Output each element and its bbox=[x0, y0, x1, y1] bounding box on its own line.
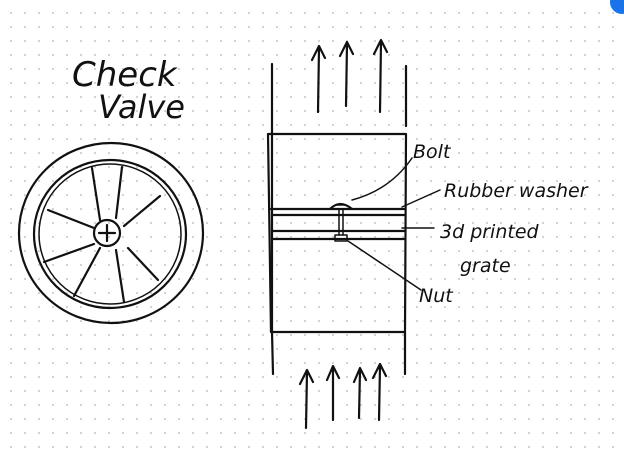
flow-arrows-in bbox=[298, 362, 388, 430]
label-rubber-washer: Rubber washer bbox=[444, 180, 589, 202]
up-arrow-icon bbox=[310, 44, 327, 114]
up-arrow-icon bbox=[371, 362, 388, 422]
label-printed-grate-line1: 3d printed bbox=[440, 221, 540, 243]
label-nut: Nut bbox=[419, 285, 454, 307]
outer-rim bbox=[17, 141, 205, 325]
spoke bbox=[126, 246, 160, 282]
leader-nut bbox=[347, 240, 422, 291]
label-printed-grate-line2: grate bbox=[460, 255, 511, 277]
up-arrow-icon bbox=[325, 364, 341, 422]
hub-bolt-head bbox=[92, 218, 122, 248]
bolt-head bbox=[328, 202, 354, 211]
spoke bbox=[90, 166, 102, 222]
flow-arrows-out bbox=[310, 38, 389, 114]
nut bbox=[334, 234, 348, 242]
leader-rubber-washer bbox=[401, 189, 441, 208]
label-bolt: Bolt bbox=[413, 141, 452, 163]
up-arrow-icon bbox=[352, 366, 368, 420]
spoke bbox=[72, 246, 102, 298]
spoke bbox=[114, 248, 126, 304]
inner-rim bbox=[32, 158, 188, 310]
up-arrow-icon bbox=[338, 40, 355, 108]
up-arrow-icon bbox=[298, 368, 315, 430]
bolt-cross-icon bbox=[97, 223, 117, 243]
title-check: Check bbox=[72, 55, 178, 95]
valve-housing bbox=[266, 132, 408, 334]
bolt-shank bbox=[338, 208, 344, 236]
up-arrow-icon bbox=[372, 38, 389, 114]
leader-bolt bbox=[351, 157, 413, 201]
spoke bbox=[42, 242, 96, 264]
spoke bbox=[114, 165, 124, 220]
corner-badge[interactable] bbox=[610, 0, 624, 14]
spoke bbox=[46, 208, 96, 230]
pipe-section bbox=[266, 62, 408, 376]
pipe-wall-left-bottom bbox=[270, 330, 275, 376]
grate-front-view bbox=[17, 141, 205, 325]
spoke bbox=[122, 194, 162, 228]
title-valve: Valve bbox=[98, 88, 185, 126]
inner-rim-edge bbox=[38, 163, 182, 305]
